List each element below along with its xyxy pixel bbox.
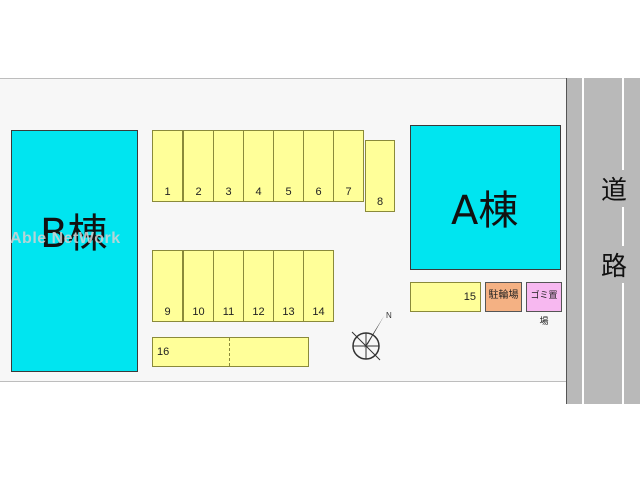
parking-number: 10 (192, 306, 205, 318)
parking-number: 7 (345, 186, 352, 198)
parking-number: 6 (315, 186, 322, 198)
parking-number: 5 (285, 186, 292, 198)
bicycle-parking: 駐輪場 (485, 282, 522, 312)
parking-space-6: 6 (303, 130, 334, 202)
parking-space-15: 15 (410, 282, 481, 312)
parking-number: 9 (164, 306, 171, 318)
building-a-label: A棟 (451, 188, 519, 234)
parking-space-13: 13 (273, 250, 304, 322)
parking-space-11: 11 (213, 250, 244, 322)
parking-number: 1 (164, 186, 171, 198)
parking-number: 11 (222, 306, 235, 318)
parking-space-2: 2 (183, 130, 214, 202)
road-label-char-2: 路 (596, 246, 632, 283)
road-edge-line (622, 78, 624, 404)
parking-space-7: 7 (333, 130, 364, 202)
parking-number: 15 (463, 291, 476, 303)
parking-space-1: 1 (152, 130, 183, 202)
parking-number: 8 (376, 196, 384, 208)
compass-north-label: N (386, 311, 392, 320)
parking-space-16: 16 (152, 337, 309, 367)
parking-space-5: 5 (273, 130, 304, 202)
parking-number: 16 (157, 346, 170, 358)
building-a: A棟 (410, 125, 561, 270)
parking-space-4: 4 (243, 130, 274, 202)
building-b-label: B棟 (40, 211, 108, 257)
parking-number: 13 (282, 306, 295, 318)
road-edge-line (582, 78, 584, 404)
garbage-area: ゴミ置場 (526, 282, 562, 327)
parking-number: 12 (252, 306, 265, 318)
parking-space-10: 10 (183, 250, 214, 322)
parking-space-12: 12 (243, 250, 274, 322)
road-label-char-1: 道 (596, 170, 632, 207)
building-b: B棟 (11, 130, 138, 372)
watermark: Able NetWork (10, 230, 121, 247)
parking-number: 3 (225, 186, 232, 198)
parking-space-8: 8 (365, 140, 395, 212)
compass-icon: N (348, 311, 392, 364)
parking-space-14: 14 (303, 250, 334, 322)
parking-number: 2 (195, 186, 202, 198)
parking-number: 4 (255, 186, 262, 198)
parking-space-3: 3 (213, 130, 244, 202)
road (566, 78, 640, 404)
parking-number: 14 (312, 306, 325, 318)
parking-space-9: 9 (152, 250, 183, 322)
parking-divider (229, 338, 230, 366)
